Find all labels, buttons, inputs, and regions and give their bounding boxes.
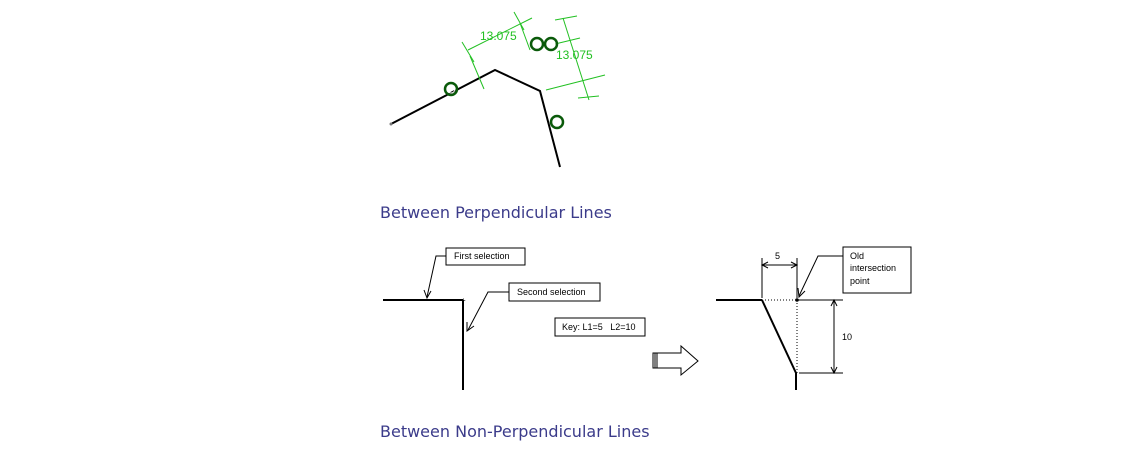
- selection-markers: [443, 36, 565, 130]
- dimension-right-label: 13.075: [556, 48, 593, 62]
- old-intersection-label-3: point: [850, 276, 870, 286]
- old-intersection-box: [842, 246, 912, 294]
- chamfer-polyline: [390, 68, 561, 168]
- key-label: Key: L1=5 L2=10: [562, 322, 636, 332]
- dimension-right: [545, 15, 606, 101]
- marker-circle-icon: [443, 81, 459, 97]
- old-intersection-label-1: Old: [850, 251, 864, 261]
- after-diagram: 5 10 Old intersection point: [716, 246, 912, 390]
- key-box: [554, 317, 646, 337]
- dimension-top-label: 5: [775, 251, 780, 261]
- old-intersection-label-2: intersection: [850, 263, 896, 273]
- polyline-start-point: [389, 122, 393, 126]
- dimension-vertical-label: 10: [842, 332, 852, 342]
- svg-text:+: +: [461, 296, 466, 305]
- before-diagram: + First selection Second selection Key: …: [383, 247, 646, 390]
- second-selection-label: Second selection: [517, 287, 586, 297]
- marker-circle-icon: [549, 114, 565, 130]
- top-chamfer-diagram: 13.075 13.075: [389, 11, 606, 168]
- dimension-vertical: [799, 298, 843, 375]
- caption-non-perpendicular: Between Non-Perpendicular Lines: [380, 422, 650, 441]
- right-hollow-arrow-icon: [652, 344, 699, 377]
- dimension-top: [760, 258, 799, 298]
- dimension-left: [461, 11, 533, 90]
- caption-perpendicular: Between Perpendicular Lines: [380, 203, 612, 222]
- dimension-left-label: 13.075: [480, 29, 517, 43]
- marker-circle-icon: [543, 36, 559, 52]
- marker-circle-icon: [529, 36, 545, 52]
- first-selection-label: First selection: [454, 251, 510, 261]
